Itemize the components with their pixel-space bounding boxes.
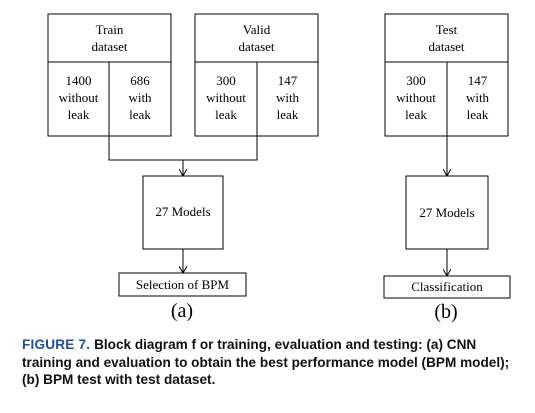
valid-with-leak-cell <box>256 61 319 137</box>
panel-label-a: (a) <box>171 300 193 322</box>
models-label-b: 27 Models <box>419 205 474 220</box>
connector-a-top <box>108 136 258 175</box>
test-right-1: 147 <box>468 73 488 88</box>
caption-text: Block diagram f or training, evaluation … <box>22 337 510 387</box>
train-with-leak-cell <box>108 61 172 137</box>
valid-right-1: 147 <box>278 73 298 88</box>
models-box-b: 27 Models <box>405 175 489 250</box>
train-dataset-box: Train dataset 1400 without leak 686 with… <box>47 13 172 137</box>
train-left-2: without <box>59 90 99 105</box>
test-with-leak-cell <box>446 61 509 137</box>
test-left-1: 300 <box>406 73 426 88</box>
models-label-a: 27 Models <box>155 204 210 219</box>
test-title-2: dataset <box>428 39 464 54</box>
test-dataset-box: Test dataset 300 without leak 147 with l… <box>384 13 509 137</box>
figure-label: FIGURE 7. <box>22 337 91 352</box>
selection-label: Selection of BPM <box>136 277 230 292</box>
train-title-2: dataset <box>91 39 127 54</box>
valid-right-3: leak <box>277 107 299 122</box>
test-right-2: with <box>466 90 490 105</box>
valid-without-leak-cell <box>194 61 258 137</box>
valid-left-2: without <box>206 90 246 105</box>
train-left-3: leak <box>68 107 90 122</box>
train-right-2: with <box>128 90 152 105</box>
selection-box: Selection of BPM <box>118 272 247 297</box>
test-right-3: leak <box>467 107 489 122</box>
train-title-1: Train <box>96 22 124 37</box>
train-right-1: 686 <box>130 73 150 88</box>
train-right-3: leak <box>129 107 151 122</box>
classification-label: Classification <box>411 279 483 294</box>
test-left-3: leak <box>405 107 427 122</box>
panel-label-b: (b) <box>434 301 457 323</box>
valid-dataset-box: Valid dataset 300 without leak 147 with … <box>194 13 319 137</box>
valid-title-1: Valid <box>243 22 271 37</box>
test-left-2: without <box>396 90 436 105</box>
valid-title-2: dataset <box>238 39 274 54</box>
classification-box: Classification <box>383 275 511 299</box>
test-title-1: Test <box>436 22 458 37</box>
valid-right-2: with <box>276 90 300 105</box>
test-without-leak-cell <box>384 61 448 137</box>
figure-caption: FIGURE 7. Block diagram f or training, e… <box>22 336 527 389</box>
train-left-1: 1400 <box>66 73 92 88</box>
valid-left-1: 300 <box>216 73 236 88</box>
valid-left-3: leak <box>215 107 237 122</box>
models-box-a: 27 Models <box>142 175 224 250</box>
